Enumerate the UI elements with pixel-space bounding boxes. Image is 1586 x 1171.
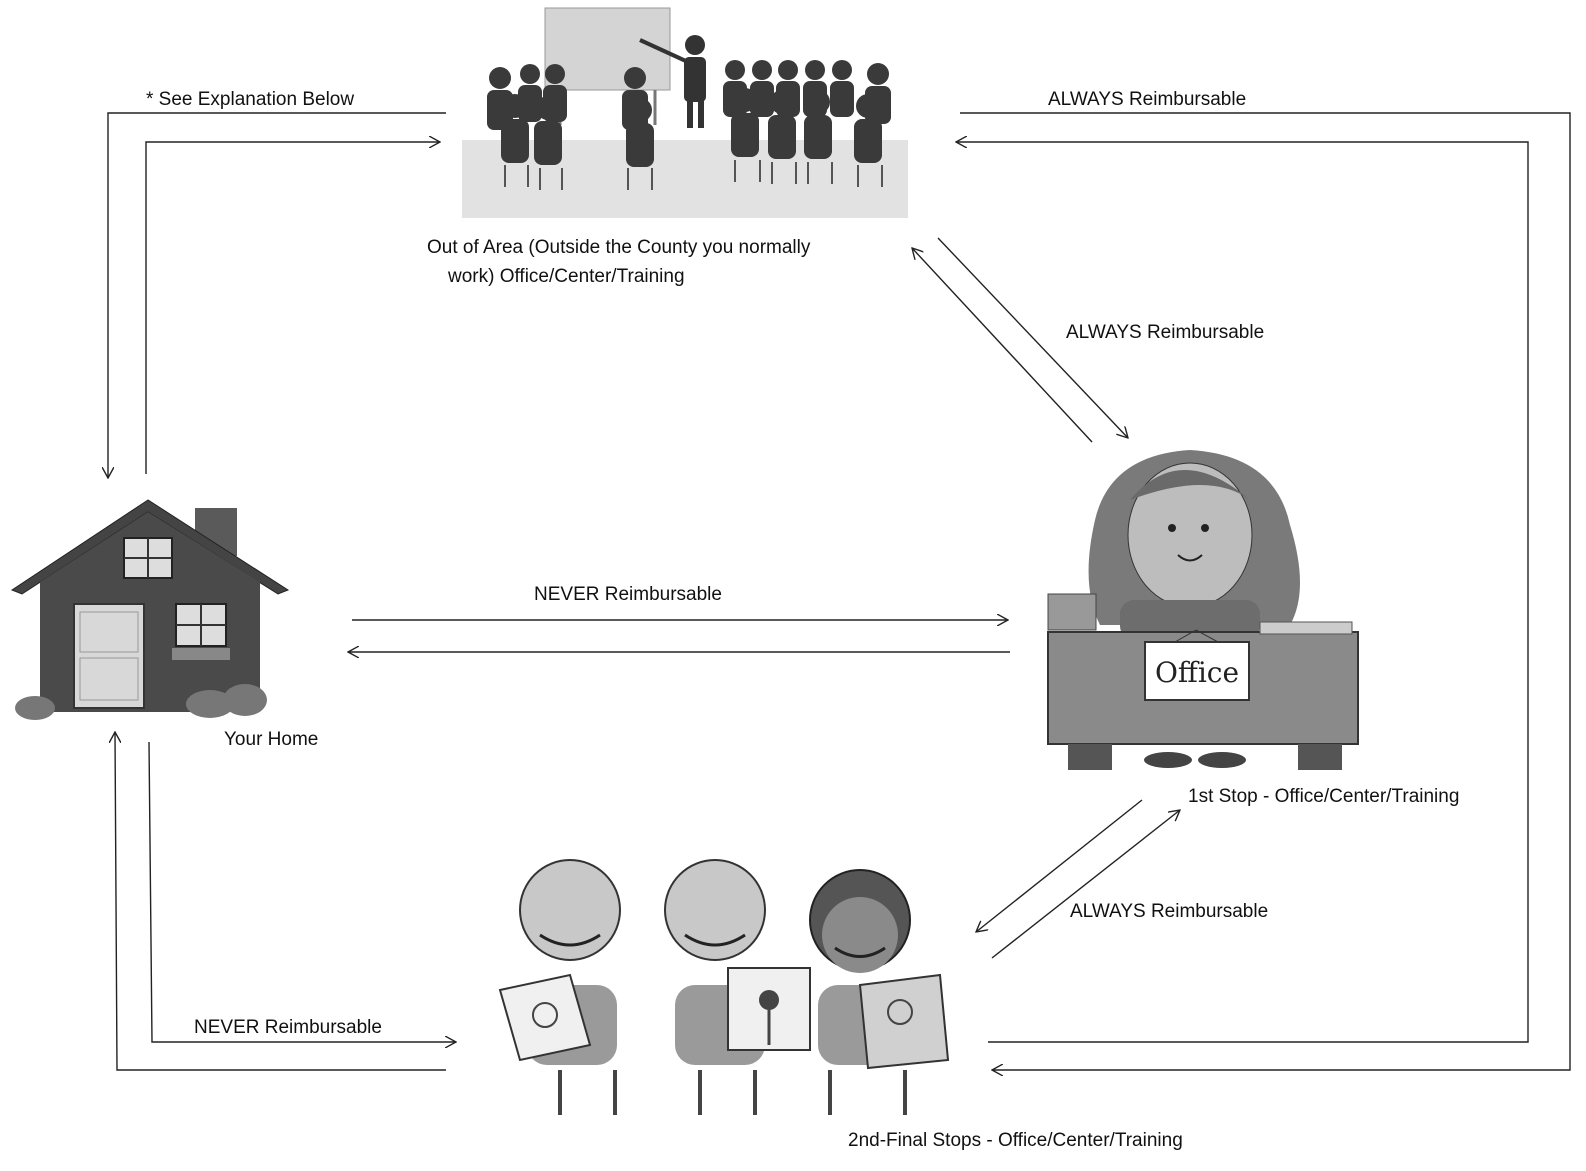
edge-final-to-out-of-area: [956, 142, 1529, 1043]
edge-label-out-of-area-first: ALWAYS Reimbursable: [1066, 322, 1265, 343]
edge-out-of-area-to-final: [960, 112, 1571, 1070]
edge-first-to-final: [976, 799, 1143, 932]
edge-out-of-area-to-first: [937, 237, 1128, 438]
house-illustration: [10, 499, 290, 720]
edge-home-to-out-of-area: [145, 142, 440, 474]
edge-label-out-of-area-final: ALWAYS Reimbursable: [1048, 89, 1247, 110]
node-label-out-of-area: Out of Area (Outside the County you norm…: [427, 233, 887, 291]
edge-label-first-final: ALWAYS Reimbursable: [1070, 901, 1269, 922]
edge-final-to-first: [991, 810, 1180, 959]
node-label-home: Your Home: [224, 729, 319, 750]
classroom-illustration: [462, 7, 908, 218]
office-sign-text: Office: [1155, 656, 1239, 689]
node-label-out-of-area-line2: work) Office/Center/Training: [448, 266, 685, 287]
edge-home-to-final: [148, 741, 456, 1042]
node-label-first-stop: 1st Stop - Office/Center/Training: [1188, 786, 1460, 807]
edge-out-of-area-to-home: [108, 112, 446, 478]
node-label-final-stops: 2nd-Final Stops - Office/Center/Training: [848, 1130, 1183, 1151]
edge-label-home-first: NEVER Reimbursable: [534, 584, 722, 605]
children-illustration: [498, 859, 950, 1115]
edge-first-to-out-of-area: [912, 248, 1093, 443]
node-label-out-of-area-line1: Out of Area (Outside the County you norm…: [427, 237, 811, 258]
edge-label-see-explanation: * See Explanation Below: [146, 89, 355, 110]
edge-label-home-final: NEVER Reimbursable: [194, 1017, 382, 1038]
edge-final-to-home: [115, 732, 446, 1071]
office-illustration: Office: [1047, 450, 1359, 770]
